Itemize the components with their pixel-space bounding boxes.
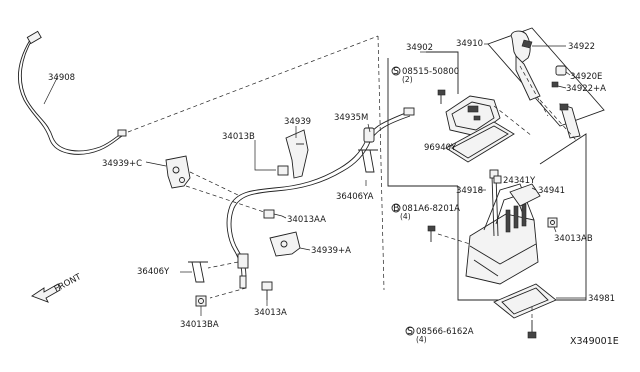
switch-34941 — [509, 183, 541, 207]
button-34920e — [555, 65, 567, 76]
label-34981: 34981 — [588, 294, 615, 304]
bolt-081a6 — [427, 225, 436, 242]
bolt-34013aa — [263, 209, 283, 219]
drawing-reference: X349001E — [570, 336, 619, 347]
label-34939c: 34939+C — [102, 159, 142, 169]
s-symbol-2: S — [407, 326, 413, 337]
label-34920e: 34920E — [570, 72, 602, 82]
cover-34981 — [493, 283, 557, 319]
label-34013b: 34013B — [222, 132, 255, 142]
label-34013a: 34013A — [254, 308, 287, 318]
label-34908: 34908 — [48, 73, 75, 83]
bolt-08566 — [527, 320, 537, 339]
clip-36406ya — [358, 149, 378, 173]
plate-96940y — [445, 121, 515, 163]
bracket-34939c — [165, 155, 191, 189]
connector-24341y — [493, 175, 502, 184]
label-34922a: 34922+A — [566, 84, 606, 94]
label-24341y: 24341Y — [503, 176, 536, 186]
bracket-34939a — [269, 231, 301, 257]
b-symbol: B — [393, 203, 400, 214]
label-bolt-08515-qty: (2) — [402, 75, 413, 84]
label-bolt-08566: 08566-6162A — [416, 327, 474, 337]
knob-34922 — [510, 30, 541, 101]
knob-lower — [559, 103, 581, 139]
label-36406y: 36406Y — [137, 267, 170, 277]
label-34013ab: 34013AB — [554, 234, 593, 244]
bolt-08515 — [437, 89, 446, 104]
label-bolt-08515: 08515-50800 — [402, 67, 459, 77]
clip-36406y — [188, 261, 208, 283]
label-34941: 34941 — [538, 186, 565, 196]
label-36406ya: 36406YA — [336, 192, 374, 202]
bracket-34939 — [285, 129, 309, 179]
label-34918: 34918 — [456, 186, 483, 196]
label-34935m: 34935M — [334, 113, 368, 123]
nut-34013ab — [547, 217, 558, 228]
label-34910: 34910 — [456, 39, 483, 49]
bolt-34013a — [261, 281, 273, 300]
cable-34935m — [226, 107, 415, 289]
label-34939: 34939 — [284, 117, 311, 127]
nut-34013ba — [195, 295, 207, 307]
label-34013aa: 34013AA — [287, 215, 326, 225]
label-bolt-08566-qty: (4) — [416, 335, 427, 344]
label-96940y: 96940Y — [424, 143, 457, 153]
label-34013ba: 34013BA — [180, 320, 219, 330]
label-34902: 34902 — [406, 43, 433, 53]
front-label: FRONT — [53, 272, 84, 295]
s-symbol-1: S — [393, 66, 399, 77]
label-bolt-081a6: 081A6-8201A — [402, 204, 460, 214]
label-34922: 34922 — [568, 42, 595, 52]
part-34922a — [551, 81, 559, 88]
label-bolt-081a6-qty: (4) — [400, 212, 411, 221]
shifter-body — [465, 169, 539, 285]
cable-34908 — [17, 30, 127, 155]
label-34939a: 34939+A — [311, 246, 351, 256]
front-arrow-icon — [31, 283, 61, 303]
